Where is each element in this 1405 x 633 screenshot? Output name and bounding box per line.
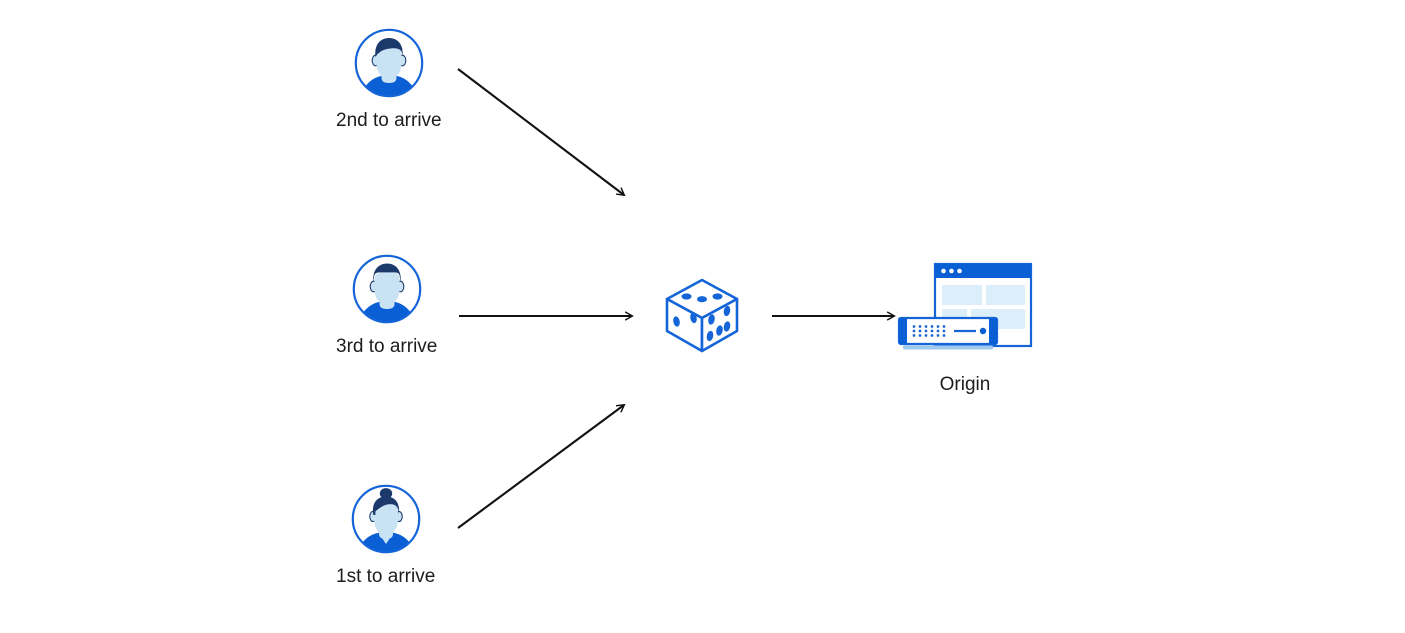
user-avatar-icon [351, 253, 423, 325]
user-avatar-female-icon [350, 483, 422, 555]
node-user-2nd: 2nd to arrive [336, 27, 442, 133]
node-randomizer [659, 272, 745, 358]
node-label-origin: Origin [939, 374, 991, 395]
node-label-user-1st: 1st to arrive [336, 566, 436, 587]
server-device-icon [897, 316, 999, 350]
node-origin: Origin [895, 258, 1035, 397]
node-label-user-3rd: 3rd to arrive [336, 336, 438, 357]
user-avatar-icon [353, 27, 425, 99]
arrow-1st-to-dice [457, 405, 624, 529]
node-user-1st: 1st to arrive [336, 483, 435, 589]
node-label-user-2nd: 2nd to arrive [336, 110, 442, 131]
origin-server-icon [895, 258, 1035, 363]
node-user-3rd: 3rd to arrive [336, 253, 437, 359]
dice-icon [659, 272, 745, 358]
arrow-2nd-to-dice [457, 68, 624, 195]
